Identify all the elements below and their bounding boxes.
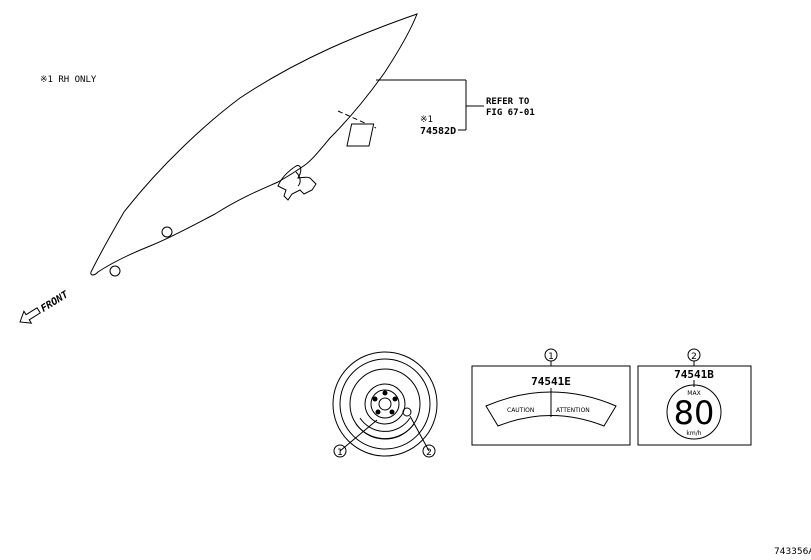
label-b-max: MAX [687, 390, 700, 397]
label-b-callout: 2 [691, 352, 697, 362]
figure-id: 743356A [774, 547, 811, 557]
refer-text-1: REFER TO [486, 97, 530, 107]
clip-middle [161, 226, 173, 238]
label-b-unit: km/h [686, 430, 701, 437]
label-74541b: 2 74541B MAX 80 km/h [637, 348, 752, 446]
label-a-attention: ATTENTION [556, 407, 590, 414]
label-b-part-number: 74541B [674, 368, 714, 381]
refer-bracket [376, 79, 484, 131]
windshield-glass [90, 13, 418, 277]
spare-wheel [332, 351, 438, 457]
front-arrow-icon: FRONT [19, 289, 71, 324]
callout-mark: ※1 [420, 115, 433, 125]
label-a-part-number: 74541E [531, 375, 571, 388]
label-a-caution: CAUTION [507, 407, 534, 414]
label-a-callout: 1 [548, 352, 554, 362]
wheel-callout-1: 1 [337, 448, 343, 458]
label-74541e: 1 74541E CAUTION ATTENTION [471, 348, 631, 446]
refer-text-2: FIG 67-01 [486, 108, 535, 118]
sticker-74582d [346, 123, 375, 147]
part-number-74582d: 74582D [420, 126, 456, 137]
label-b-speed: 80 [674, 394, 715, 432]
wheel-callout-2: 2 [426, 448, 432, 458]
mirror-bracket [277, 165, 317, 201]
clip-lower [109, 265, 121, 277]
front-label: FRONT [39, 289, 71, 315]
rh-only-note: ※1 RH ONLY [40, 75, 97, 85]
